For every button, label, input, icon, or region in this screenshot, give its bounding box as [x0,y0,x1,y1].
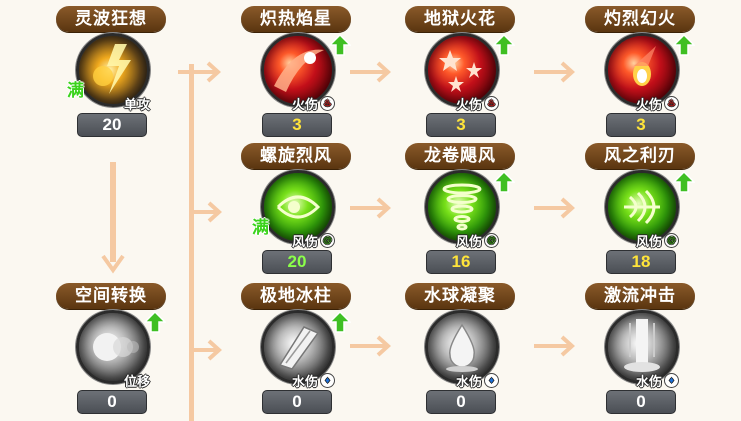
skill-level-value: 18 [606,250,676,274]
skill-name: 极地冰柱 [241,283,351,309]
damage-type: 单攻 [123,97,150,112]
arrow-1-2-row1 [350,61,391,83]
skill-name: 地狱火花 [405,6,515,32]
skill-name: 螺旋烈风 [241,143,351,169]
tornado-icon [425,170,499,244]
skill-node-jiliu-chongji[interactable]: 激流冲击 水伤♦ 0 [585,283,695,414]
branch-arrow-row2 [191,201,222,223]
psychic-burst-icon [76,33,150,107]
arrow-2-3-row1 [534,61,575,83]
arrow-1-2-row3 [350,335,391,357]
skill-node-fengzhi-liren[interactable]: 风之利刃 风伤@ 18 [585,143,695,274]
damage-type: 火伤♨ [292,94,335,113]
damage-type: 火伤♨ [456,94,499,113]
upgrade-arrow-icon[interactable] [673,34,695,56]
skill-node-shuiqiu-ningju[interactable]: 水球凝聚 水伤♦ 0 [405,283,515,414]
skill-name: 水球凝聚 [405,283,515,309]
skill-level-value: 20 [262,250,332,274]
spiral-wind-icon [261,170,335,244]
fire-element-icon: ♨ [320,96,335,111]
skill-node-chire-yanxing[interactable]: 炽热焰星 火伤♨ 3 [241,6,351,137]
skill-node-lingbo[interactable]: 灵波狂想 满 单攻 20 [56,6,166,137]
down-arrow [101,162,125,274]
skill-name: 炽热焰星 [241,6,351,32]
skill-level-value: 0 [262,390,332,414]
skill-level-value: 16 [426,250,496,274]
damage-type: 风伤@ [456,231,499,250]
branch-arrow-row1 [178,61,221,83]
skill-name: 灼烈幻火 [585,6,695,32]
damage-type: 位移 [123,374,150,389]
damage-type: 水伤♦ [292,371,335,390]
arrow-2-3-row3 [534,335,575,357]
fire-element-icon: ♨ [484,96,499,111]
upgrade-arrow-icon[interactable] [144,311,166,333]
skill-level-value: 20 [77,113,147,137]
skill-node-zhuolie-huanhuo[interactable]: 灼烈幻火 火伤♨ 3 [585,6,695,137]
upgrade-arrow-icon[interactable] [493,171,515,193]
maxed-label: 满 [252,218,269,237]
skill-node-kongjian-zhuanhuan[interactable]: 空间转换 位移 0 [56,283,166,414]
upgrade-arrow-icon[interactable] [673,171,695,193]
damage-type: 水伤♦ [456,371,499,390]
skill-level-value: 3 [426,113,496,137]
arrow-2-3-row2 [534,197,575,219]
wind-element-icon: @ [664,233,679,248]
torrent-impact-icon [605,310,679,384]
branch-connector-line [189,64,194,421]
water-element-icon: ♦ [320,373,335,388]
teleport-icon [76,310,150,384]
skill-node-diyu-huohua[interactable]: 地狱火花 火伤♨ 3 [405,6,515,137]
upgrade-arrow-icon[interactable] [329,34,351,56]
damage-type: 风伤@ [636,231,679,250]
skill-level-value: 3 [606,113,676,137]
skill-name: 龙卷飓风 [405,143,515,169]
ice-pillar-icon [261,310,335,384]
arrow-1-2-row2 [350,197,391,219]
maxed-label: 满 [67,81,84,100]
skill-node-luoxuan-liefeng[interactable]: 螺旋烈风 满 风伤@ 20 [241,143,351,274]
skill-node-jidi-bingzhu[interactable]: 极地冰柱 水伤♦ 0 [241,283,351,414]
wind-element-icon: @ [484,233,499,248]
skill-level-value: 0 [606,390,676,414]
skill-level-value: 3 [262,113,332,137]
skill-name: 空间转换 [56,283,166,309]
upgrade-arrow-icon[interactable] [493,34,515,56]
fire-element-icon: ♨ [664,96,679,111]
skill-node-longjuan-jufeng[interactable]: 龙卷飓风 风伤@ 16 [405,143,515,274]
damage-type: 火伤♨ [636,94,679,113]
blazing-fireball-icon [605,33,679,107]
damage-type: 风伤@ [292,231,335,250]
skill-name: 激流冲击 [585,283,695,309]
skill-level-value: 0 [426,390,496,414]
branch-arrow-row3 [191,339,222,361]
skill-name: 灵波狂想 [56,6,166,32]
water-element-icon: ♦ [664,373,679,388]
skill-name: 风之利刃 [585,143,695,169]
wind-blade-icon [605,170,679,244]
water-element-icon: ♦ [484,373,499,388]
wind-element-icon: @ [320,233,335,248]
fire-comet-icon [261,33,335,107]
upgrade-arrow-icon[interactable] [329,311,351,333]
hellfire-sparks-icon [425,33,499,107]
skill-level-value: 0 [77,390,147,414]
damage-type: 水伤♦ [636,371,679,390]
water-drop-icon [425,310,499,384]
